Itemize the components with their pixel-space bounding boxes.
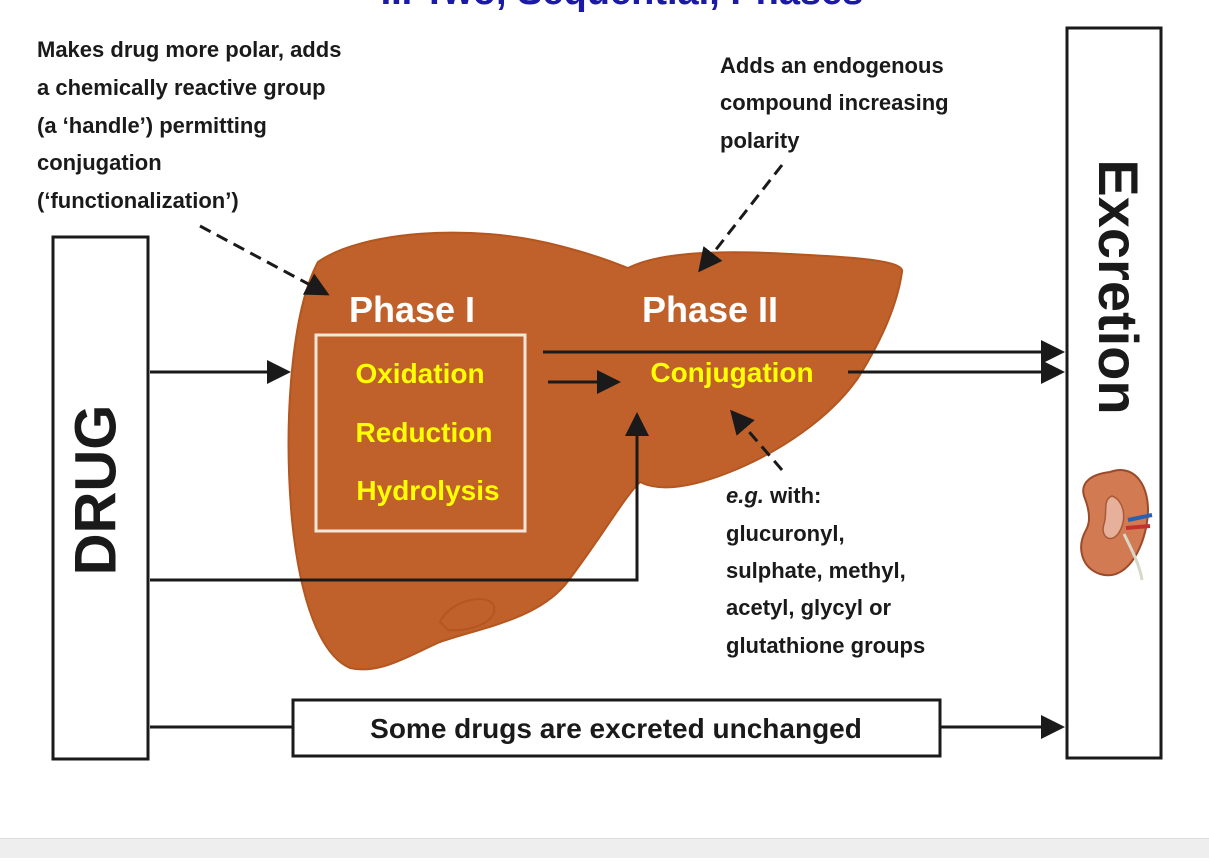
annotation-line: conjugation [37, 150, 162, 175]
annotation-line: Makes drug more polar, adds [37, 37, 341, 62]
eg-rest: with: [764, 483, 821, 508]
annotation-line: (a ‘handle’) permitting [37, 113, 267, 138]
phase1-reactions-box [314, 333, 527, 533]
annotation-line: polarity [720, 128, 800, 153]
drug-to-phase2-arrow [150, 412, 649, 582]
excretion-label: Excretion [1087, 159, 1150, 414]
excretion-box: Excretion [1065, 26, 1163, 760]
annotation-line: a chemically reactive group [37, 75, 326, 100]
footer-bar [0, 838, 1209, 858]
annotation-line: Adds an endogenous [720, 53, 944, 78]
reaction-oxidation: Oxidation [355, 358, 484, 389]
diagram-title: II. Two, Sequential, Phases [381, 0, 864, 13]
reaction-hydrolysis: Hydrolysis [356, 475, 499, 506]
annotation-line: compound increasing [720, 90, 949, 115]
examples-line: e.g. with: [726, 483, 821, 508]
phase1-annotation: Makes drug more polar, adds a chemically… [37, 37, 341, 213]
reaction-conjugation: Conjugation [650, 357, 813, 388]
reaction-reduction: Reduction [356, 417, 493, 448]
conjugation-examples-arrow [730, 409, 784, 471]
unchanged-label: Some drugs are excreted unchanged [370, 713, 862, 744]
phase1-heading: Phase I [349, 289, 475, 330]
kidney-icon [1080, 469, 1153, 581]
examples-line: glucuronyl, [726, 521, 845, 546]
eg-abbrev: e.g. [726, 483, 764, 508]
conjugation-examples: e.g. with: glucuronyl, sulphate, methyl,… [726, 483, 925, 658]
drug-label: DRUG [63, 405, 128, 576]
examples-line: sulphate, methyl, [726, 558, 906, 583]
phase2-annotation-arrow [698, 164, 784, 273]
phase1-annotation-arrow [199, 224, 330, 296]
drug-box: DRUG [51, 235, 150, 761]
annotation-line: (‘functionalization’) [37, 188, 239, 213]
phase2-annotation: Adds an endogenous compound increasing p… [720, 53, 949, 153]
unchanged-box: Some drugs are excreted unchanged [291, 698, 942, 758]
examples-line: glutathione groups [726, 633, 925, 658]
phase2-heading: Phase II [642, 289, 778, 330]
examples-line: acetyl, glycyl or [726, 595, 892, 620]
liver-icon [287, 231, 903, 671]
